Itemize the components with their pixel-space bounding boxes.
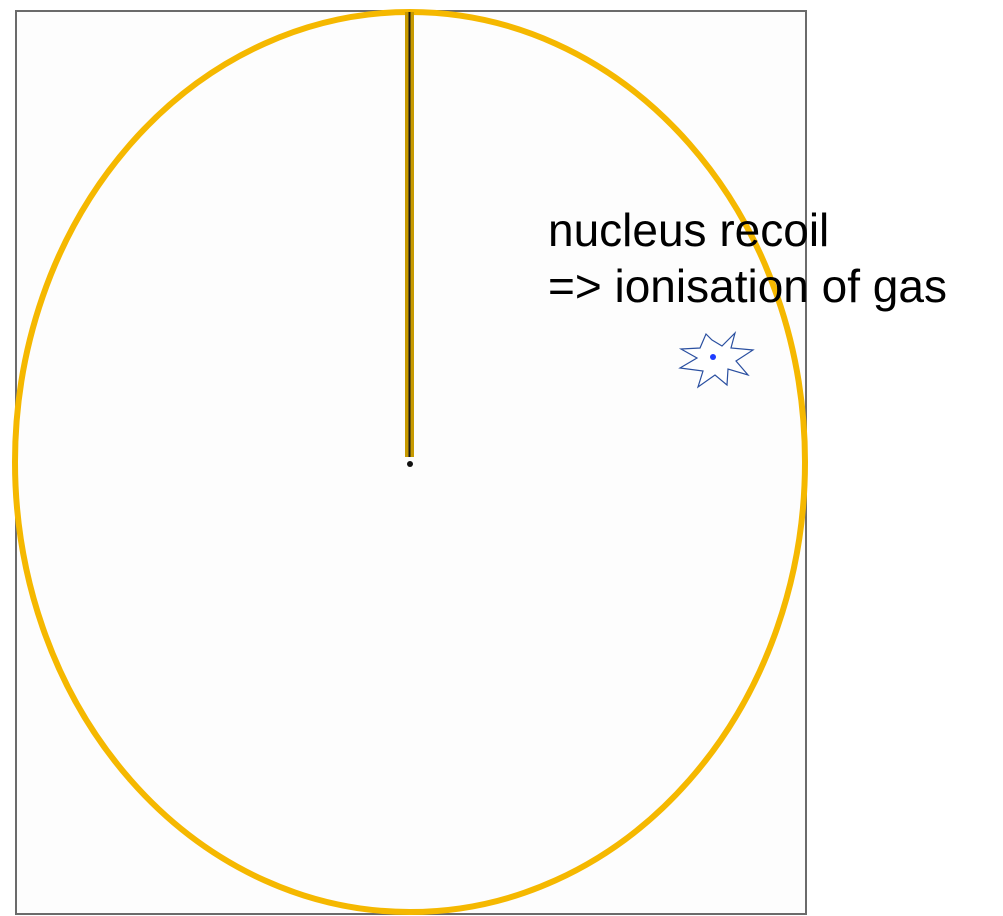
anode-rod [405,12,414,457]
annotation-line-2: => ionisation of gas [548,260,947,312]
annotation-line-1: nucleus recoil [548,204,830,256]
ionisation-burst-icon [678,330,755,389]
ionisation-center-dot [710,354,716,360]
anode-sensor-ball [407,461,413,467]
nucleus-recoil-annotation: nucleus recoil => ionisation of gas [548,202,947,314]
